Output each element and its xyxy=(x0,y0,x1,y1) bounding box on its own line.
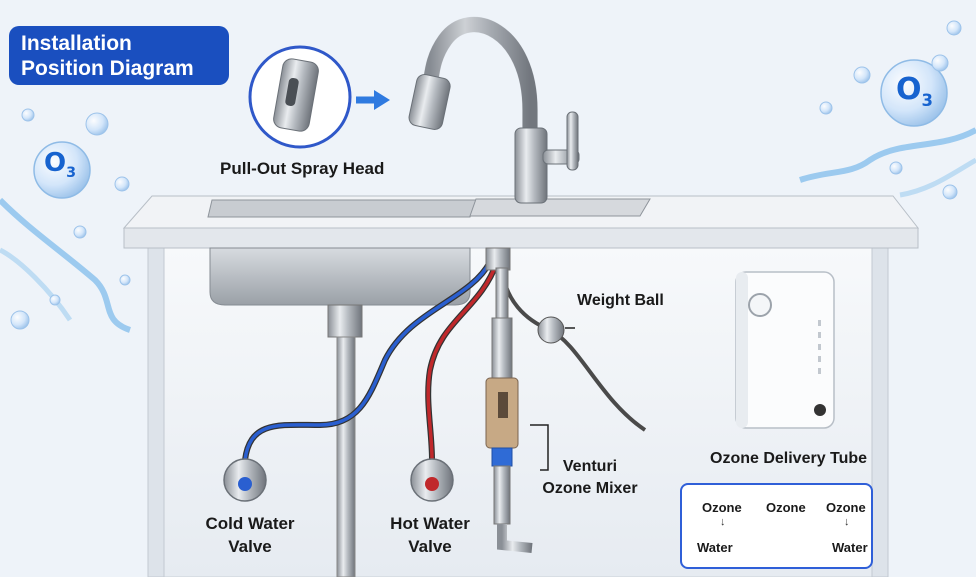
drain-pipe xyxy=(327,304,363,577)
o3-sub: 3 xyxy=(921,91,933,110)
sink-basin xyxy=(207,198,651,306)
label-hot-line-2: Valve xyxy=(408,537,452,556)
hot-water-valve xyxy=(410,458,454,502)
title-line-2: Position Diagram xyxy=(21,57,194,80)
label-venturi-line-2: Ozone Mixer xyxy=(542,480,638,497)
weight-ball xyxy=(537,316,565,344)
label-weight-ball: Weight Ball xyxy=(577,292,664,309)
title-badge: Installation Position Diagram xyxy=(9,26,229,85)
spray-head-zoom xyxy=(248,45,390,149)
faucet-shank xyxy=(485,247,511,271)
label-cold-valve: Cold Water Valve xyxy=(197,512,303,558)
label-cold-line-2: Valve xyxy=(228,537,272,556)
hot-supply-hose xyxy=(426,261,499,461)
faucet xyxy=(408,16,580,204)
ozone-tube-legend: Ozone ↓ Ozone Ozone ↓ Water Water xyxy=(680,483,873,569)
label-venturi-line-1: Venturi xyxy=(562,458,618,475)
legend-ozone-center: Ozone xyxy=(766,500,806,515)
venturi-mixer xyxy=(485,267,549,553)
legend-water-left: Water xyxy=(697,540,733,555)
label-venturi: Venturi Ozone Mixer xyxy=(538,456,642,500)
label-cold-line-1: Cold Water xyxy=(205,514,295,533)
o3-letter: O xyxy=(896,72,922,107)
o3-badge-right: O3 xyxy=(896,72,933,110)
cold-water-valve xyxy=(223,458,267,502)
legend-arrow-down-right: ↓ xyxy=(844,516,850,528)
legend-water-right: Water xyxy=(832,540,868,555)
water-splash-right xyxy=(799,20,976,200)
title-line-1: Installation xyxy=(21,32,132,55)
o3-badge-left: O3 xyxy=(44,148,76,181)
label-hot-valve: Hot Water Valve xyxy=(382,512,478,558)
water-splash-left xyxy=(0,108,132,333)
label-hot-line-1: Hot Water xyxy=(390,514,470,533)
label-ozone-tube: Ozone Delivery Tube xyxy=(710,450,868,467)
legend-ozone-right: Ozone xyxy=(826,500,866,515)
label-spray-head: Pull-Out Spray Head xyxy=(220,159,385,178)
legend-ozone-left: Ozone xyxy=(702,500,742,515)
cold-supply-hose xyxy=(243,261,492,461)
legend-arrow-down-left: ↓ xyxy=(720,516,726,528)
o3-letter: O xyxy=(44,148,67,178)
o3-sub: 3 xyxy=(66,165,77,182)
ozone-generator xyxy=(735,271,835,429)
